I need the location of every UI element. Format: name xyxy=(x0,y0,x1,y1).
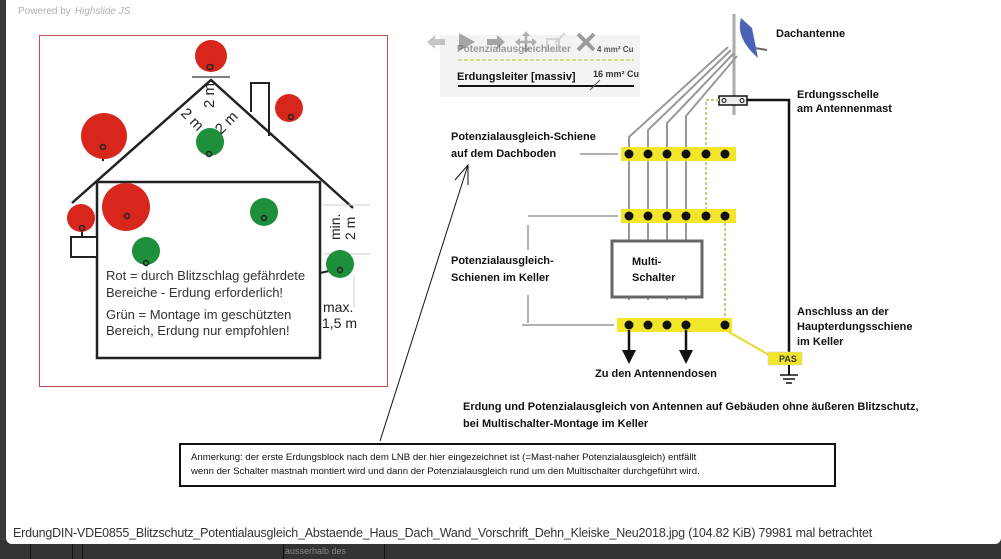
multiswitch-box xyxy=(610,239,704,299)
red-dish-ridge xyxy=(195,40,227,72)
viewer-controls xyxy=(424,30,598,54)
image-caption: ErdungDIN-VDE0855_Blitzschutz_Potentiala… xyxy=(13,526,872,540)
rail-cellar-lower xyxy=(617,318,732,332)
roof-line xyxy=(71,78,354,209)
green-dish-attic xyxy=(196,128,224,158)
previous-button[interactable] xyxy=(424,30,448,54)
clamp-label-1: Erdungsschelle xyxy=(797,89,879,101)
note-line-1: Anmerkung: der erste Erdungsblock nach d… xyxy=(191,452,697,463)
rail-cellar-label-2: Schienen im Keller xyxy=(451,272,550,284)
red-dish-roof-left xyxy=(81,113,127,159)
pointer-arrow xyxy=(379,164,469,442)
antenna-label: Dachantenne xyxy=(776,28,845,40)
diagram-title-2: bei Multischalter-Montage im Keller xyxy=(463,418,649,430)
max-label-2: 1,5 m xyxy=(322,315,357,331)
ground-clamp xyxy=(718,95,748,106)
max-label-1: max. xyxy=(323,299,353,315)
play-button[interactable] xyxy=(454,30,478,54)
outlets-label: Zu den Antennendosen xyxy=(595,368,717,380)
dish-icon xyxy=(739,18,758,58)
arrow-left-icon xyxy=(427,35,445,49)
legend-green-line-1: Grün = Montage im geschützten xyxy=(106,307,291,322)
dist-ridge: 2 m xyxy=(201,83,218,108)
rail-roof-label-2: auf dem Dachboden xyxy=(451,148,556,160)
note-box: Anmerkung: der erste Erdungsblock nach d… xyxy=(179,443,836,487)
rail-roof-label-1: Potenzialausgleich-Schiene xyxy=(451,131,596,143)
main-bar-label-3: im Keller xyxy=(797,336,844,348)
legend-potential: Potenzialausgleichleiter xyxy=(457,44,571,55)
red-dish-chimney xyxy=(275,94,303,122)
multiswitch-label-1: Multi- xyxy=(632,256,662,268)
highslide-link[interactable]: Highslide JS xyxy=(74,6,131,17)
background-text: ausserhalb des xyxy=(285,546,347,556)
legend-red-line-1: Rot = durch Blitzschlag gefährdete xyxy=(106,268,305,283)
background-page xyxy=(0,0,8,540)
next-button[interactable] xyxy=(484,30,508,54)
pas-label: PAS xyxy=(779,354,797,364)
diagram-title-1: Erdung und Potenzialausgleich von Antenn… xyxy=(463,401,919,413)
legend-ground: Erdungsleiter [massiv] xyxy=(457,71,576,83)
green-dish-wall-left xyxy=(132,237,160,267)
full-size-button[interactable] xyxy=(544,30,568,54)
rail-cellar-label-1: Potenzialausgleich- xyxy=(451,255,554,267)
close-button[interactable] xyxy=(574,30,598,54)
rail-terminals xyxy=(624,149,730,330)
background-table-strip xyxy=(0,540,1001,559)
red-dish-balcony xyxy=(67,204,95,232)
green-dish-wall-right xyxy=(250,198,278,226)
background-cell xyxy=(283,540,284,559)
balcony xyxy=(70,236,98,258)
expand-icon xyxy=(546,32,566,52)
chimney xyxy=(250,82,270,136)
legend-green-line-2: Bereich, Erdung nur empfohlen! xyxy=(106,323,290,338)
arrow-down-icon xyxy=(622,350,636,364)
note-line-2: wenn der Schalter mastnah montiert wird … xyxy=(191,466,700,477)
rail-cellar-upper xyxy=(621,209,736,223)
legend-potential-size: 4 mm² Cu xyxy=(597,45,634,54)
earth-icon xyxy=(780,374,798,384)
move-icon xyxy=(515,31,537,53)
wiring-diagram: Potenzialausgleichleiter 4 mm² Cu Erdung… xyxy=(379,14,919,442)
min-label-2: 2 m xyxy=(342,217,358,240)
close-icon xyxy=(576,32,596,52)
house-diagram: 2 m 2 m 2 m min. 2 m max. 1,5 m Rot = du… xyxy=(39,35,388,387)
clamp-label-2: am Antennenmast xyxy=(797,103,892,115)
main-bar-label-1: Anschluss an der xyxy=(797,306,889,318)
pas-bar xyxy=(767,351,803,366)
red-dish-wall-large xyxy=(102,183,150,231)
background-cell xyxy=(72,540,73,559)
green-dish-side xyxy=(326,250,354,278)
background-cell xyxy=(384,540,385,559)
legend-red-line-2: Bereiche - Erdung erforderlich! xyxy=(106,285,283,300)
background-cell xyxy=(82,540,83,559)
arrow-right-icon xyxy=(487,35,505,49)
move-button[interactable] xyxy=(514,30,538,54)
main-bar-label-2: Haupterdungsschiene xyxy=(797,321,913,333)
arrow-down-icon xyxy=(679,350,693,364)
house-drawing: 2 m 2 m 2 m min. 2 m max. 1,5 m Rot = du… xyxy=(67,40,370,360)
min-label-1: min. xyxy=(327,214,343,240)
rail-roof xyxy=(621,147,736,161)
ground-wire xyxy=(747,98,791,360)
background-cell xyxy=(30,540,31,559)
play-icon xyxy=(459,33,475,51)
legend-ground-size: 16 mm² Cu xyxy=(593,69,639,79)
multiswitch-label-2: Schalter xyxy=(632,272,676,284)
